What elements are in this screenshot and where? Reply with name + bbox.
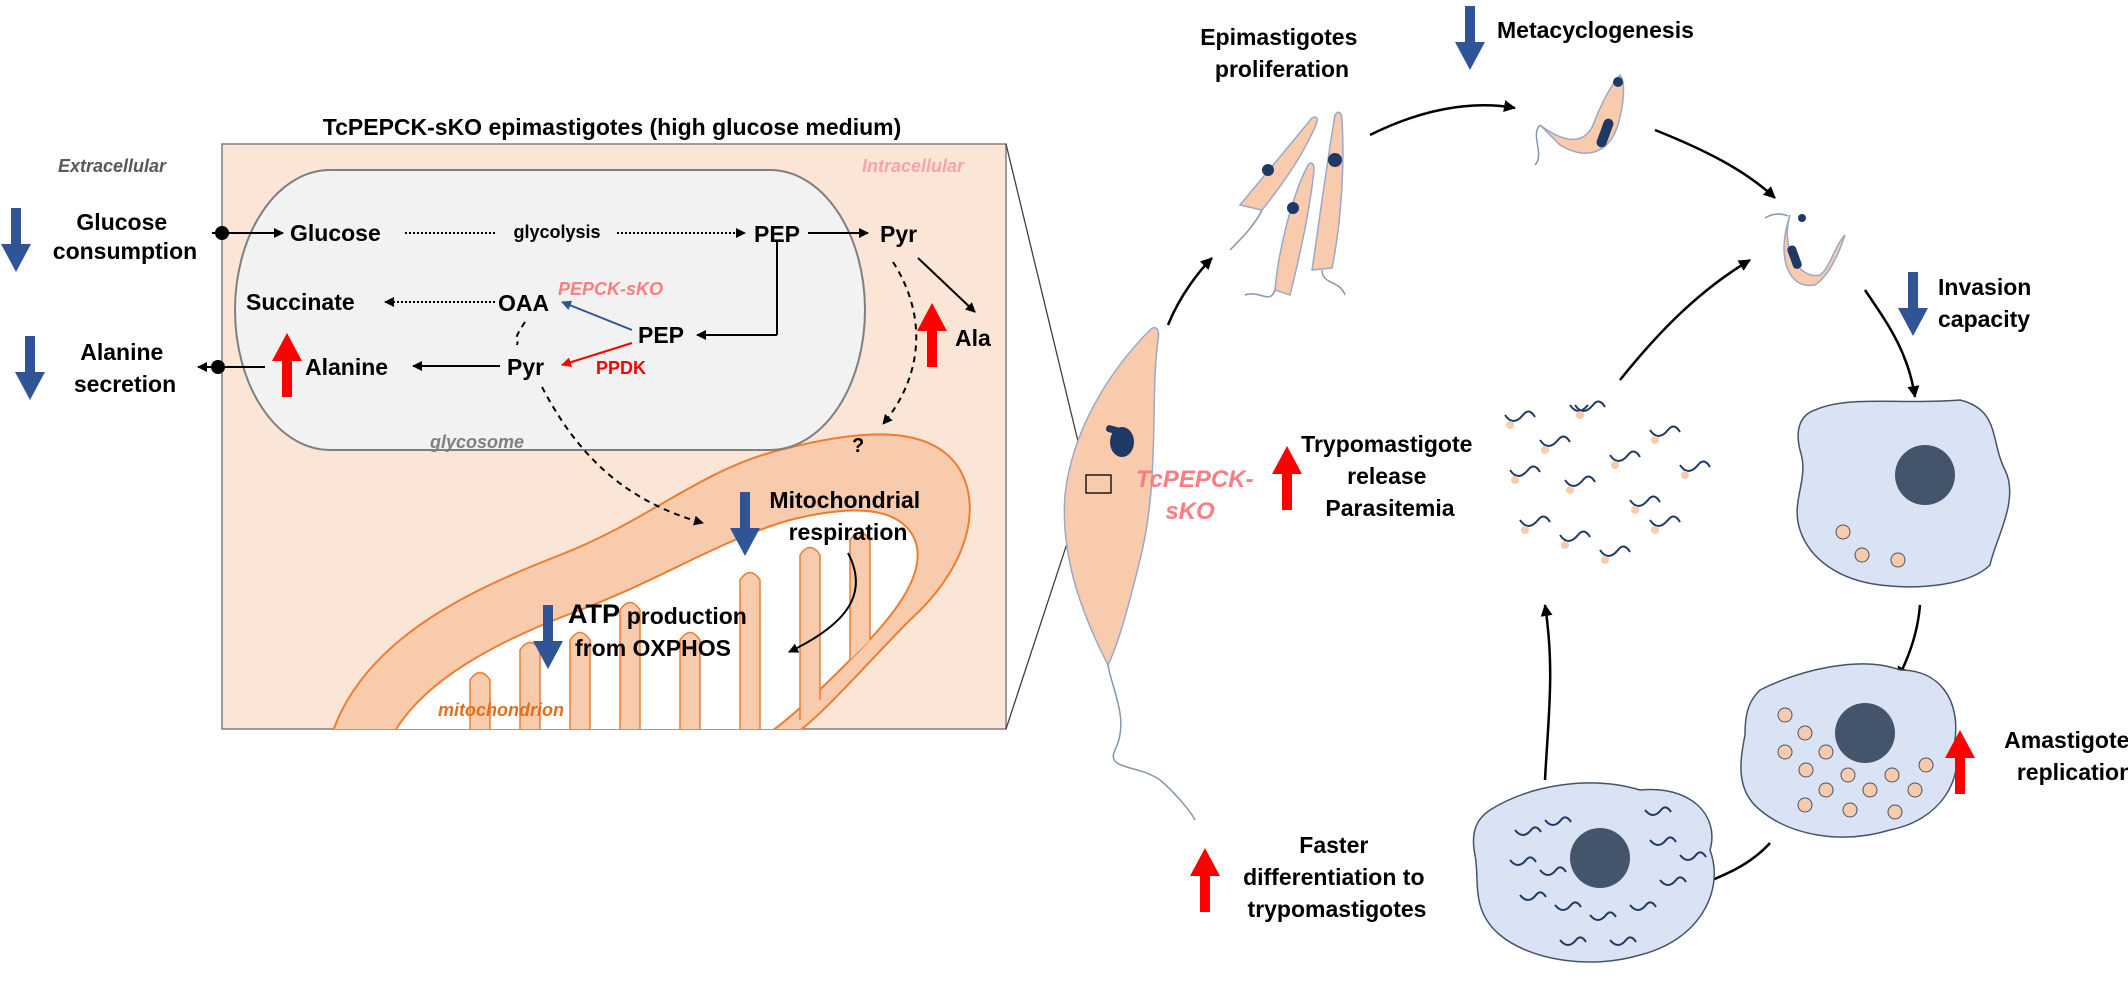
oaa-label: OAA [498, 290, 549, 316]
alanine-label: Alanine [305, 354, 388, 380]
trypomastigote-cluster [1504, 400, 1711, 557]
glucose-consumption-label: Glucose consumption [53, 209, 197, 264]
host-cell-infected [1796, 399, 2011, 588]
trypomastigote-release-label: Trypomastigote release Parasitemia [1301, 431, 1479, 521]
glycosome [234, 169, 866, 451]
ala-label: Ala [955, 325, 991, 351]
amastigote-replication-label: Amastigote replication [2004, 727, 2128, 785]
trypomastigote-cluster-bodies [1506, 411, 1689, 564]
center-label: TcPEPCK- sKO [1136, 466, 1260, 525]
down-arrow-icon [1, 208, 31, 272]
up-arrow-icon [1190, 848, 1220, 912]
glucose-label: Glucose [290, 220, 381, 246]
panel-title: TcPEPCK-sKO epimastigotes (high glucose … [323, 114, 902, 140]
down-arrow-icon [1898, 272, 1928, 336]
succinate-label: Succinate [246, 289, 355, 315]
glycolysis-label: glycolysis [513, 222, 600, 242]
pep-inner-label: PEP [638, 322, 684, 348]
atp-label: ATP [568, 599, 620, 629]
epimastigote-group [1229, 111, 1346, 298]
glycosome-label: glycosome [429, 432, 524, 452]
invasion-capacity-label: Invasion capacity [1938, 274, 2038, 332]
extracellular-label: Extracellular [58, 156, 167, 176]
parasite-large [1063, 326, 1196, 821]
atp-production-label: production from OXPHOS [575, 603, 753, 661]
mitochondrion [332, 433, 971, 729]
pyr-inner-label: Pyr [507, 354, 544, 380]
trypomastigote [1764, 213, 1846, 287]
question-mark: ? [852, 435, 864, 457]
down-arrow-icon [1455, 6, 1485, 70]
pyr-label: Pyr [880, 221, 917, 247]
ppdk-label: PPDK [596, 358, 646, 378]
host-cell-differentiation [1472, 782, 1715, 963]
mito-respiration-label: Mitochondrial respiration [769, 487, 926, 545]
metacyclogenesis-label: Metacyclogenesis [1497, 17, 1694, 43]
up-arrow-icon [1272, 446, 1302, 510]
down-arrow-icon [15, 336, 45, 400]
mitochondrion-label: mitochondrion [438, 700, 564, 720]
metacyclic-parasite [1534, 73, 1625, 166]
alanine-secretion-label: Alanine secretion [74, 339, 176, 397]
life-cycle: TcPEPCK- sKO Epimastigotes proliferation [1063, 6, 2128, 963]
intracellular-label: Intracellular [862, 156, 965, 176]
pepck-sko-label: PEPCK-sKO [558, 279, 663, 299]
host-cell-replication [1740, 663, 1958, 838]
faster-differentiation-label: Faster differentiation to trypomastigote… [1243, 832, 1431, 922]
metabolism-panel: TcPEPCK-sKO epimastigotes (high glucose … [1, 114, 1007, 730]
epimastigotes-proliferation-label: Epimastigotes proliferation [1200, 24, 1364, 82]
